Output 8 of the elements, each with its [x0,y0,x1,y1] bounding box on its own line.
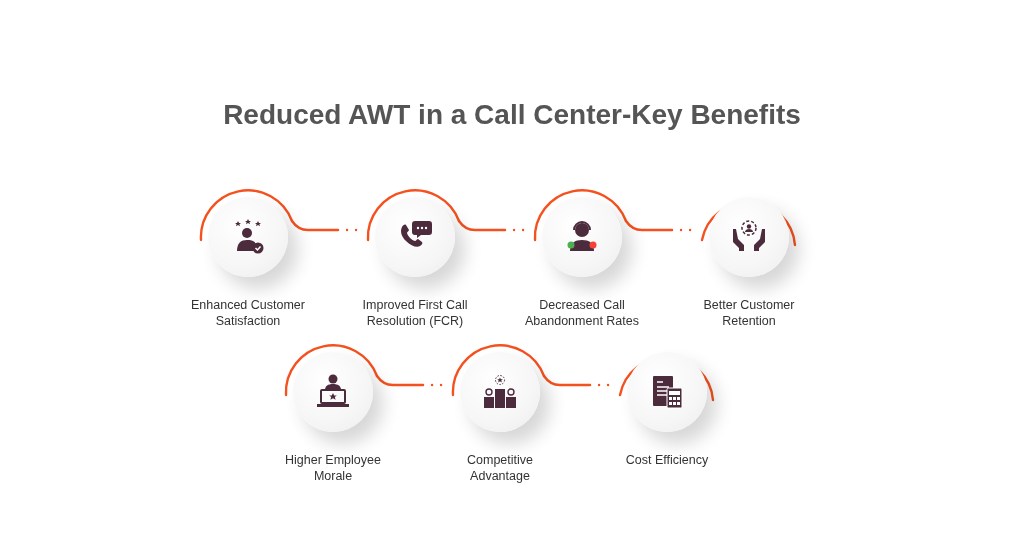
benefit-label: Competitive Advantage [466,452,534,484]
benefit-label: Improved First Call Resolution (FCR) [361,297,469,329]
benefit-label: Higher Employee Morale [284,452,382,484]
benefit-label: Cost Efficiency [624,452,710,468]
benefit-label: Decreased Call Abandonment Rates [524,297,640,329]
benefit-label: Enhanced Customer Satisfaction [190,297,306,329]
title: Reduced AWT in a Call Center-Key Benefits [223,99,801,130]
benefit-label: Better Customer Retention [702,297,796,329]
